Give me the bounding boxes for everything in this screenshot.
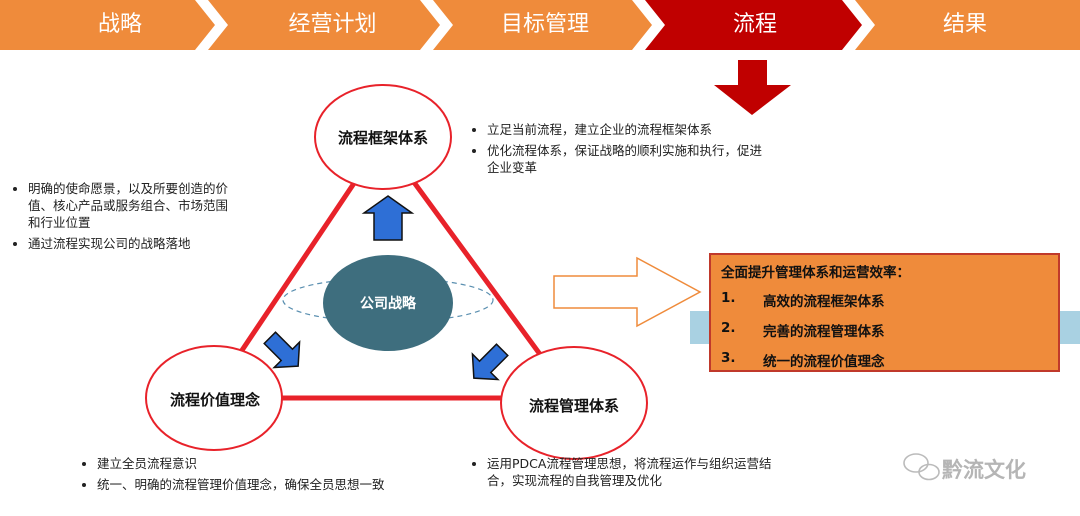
right-node [500,346,648,460]
result-item-text: 完善的流程管理体系 [763,324,885,340]
result-box: 全面提升管理体系和运营效率： 1. 高效的流程框架体系 2. 完善的流程管理体系… [709,253,1060,372]
result-item-1: 1. 高效的流程框架体系 [721,290,1048,310]
list-item: 立足当前流程，建立企业的流程框架体系 [487,121,772,138]
left-notes: 明确的使命愿景，以及所要创造的价值、核心产品或服务组合、市场范围和行业位置 通过… [6,180,238,256]
list-item: 通过流程实现公司的战略落地 [28,235,238,252]
up-arrow-icon [361,195,415,241]
process-step-5 [855,0,1080,50]
center-label: 公司战略 [360,296,416,312]
down-arrow-icon [714,60,791,115]
list-item: 优化流程体系，保证战略的顺利实施和执行，促进企业变革 [487,142,772,176]
process-step-4 [645,0,862,50]
result-title: 全面提升管理体系和运营效率： [721,265,910,281]
left-node [145,345,283,451]
triangle-frame [205,135,577,401]
bottom-right-notes: 运用PDCA流程管理思想，将流程运作与组织运营结合，实现流程的自我管理及优化 [465,455,772,493]
result-item-number: 1. [721,290,736,306]
down-left-arrow-icon [263,331,301,369]
process-step-1 [0,0,215,50]
process-step-label-2: 经营计划 [288,12,377,37]
right-arrow-icon [553,256,702,328]
process-step-2 [208,0,440,50]
watermark-text: 黔流文化 [942,458,1026,482]
center-node [323,255,453,351]
left-node-label: 流程价值理念 [169,391,260,409]
process-step-label-4: 流程 [732,12,777,37]
process-step-label-1: 战略 [97,12,142,37]
result-item-number: 2. [721,320,736,336]
process-step-3 [433,0,652,50]
result-item-number: 3. [721,350,736,366]
result-item-text: 统一的流程价值理念 [763,354,885,370]
bottom-left-notes: 建立全员流程意识 统一、明确的流程管理价值理念，确保全员思想一致 [75,455,397,497]
wechat-icon [903,453,940,481]
down-right-arrow-icon [471,343,509,381]
list-item: 统一、明确的流程管理价值理念，确保全员思想一致 [97,476,397,493]
top-node-label: 流程框架体系 [337,129,428,147]
result-item-3: 3. 统一的流程价值理念 [721,350,1048,370]
process-step-label-5: 结果 [942,12,987,37]
top-notes: 立足当前流程，建立企业的流程框架体系 优化流程体系，保证战略的顺利实施和执行，促… [465,121,772,180]
process-bar [0,0,1080,50]
list-item: 运用PDCA流程管理思想，将流程运作与组织运营结合，实现流程的自我管理及优化 [487,455,772,489]
result-item-text: 高效的流程框架体系 [763,294,885,310]
right-node-label: 流程管理体系 [528,397,619,415]
result-item-2: 2. 完善的流程管理体系 [721,320,1048,340]
top-node [314,84,452,190]
list-item: 明确的使命愿景，以及所要创造的价值、核心产品或服务组合、市场范围和行业位置 [28,180,238,231]
list-item: 建立全员流程意识 [97,455,397,472]
process-step-label-3: 目标管理 [500,12,589,37]
